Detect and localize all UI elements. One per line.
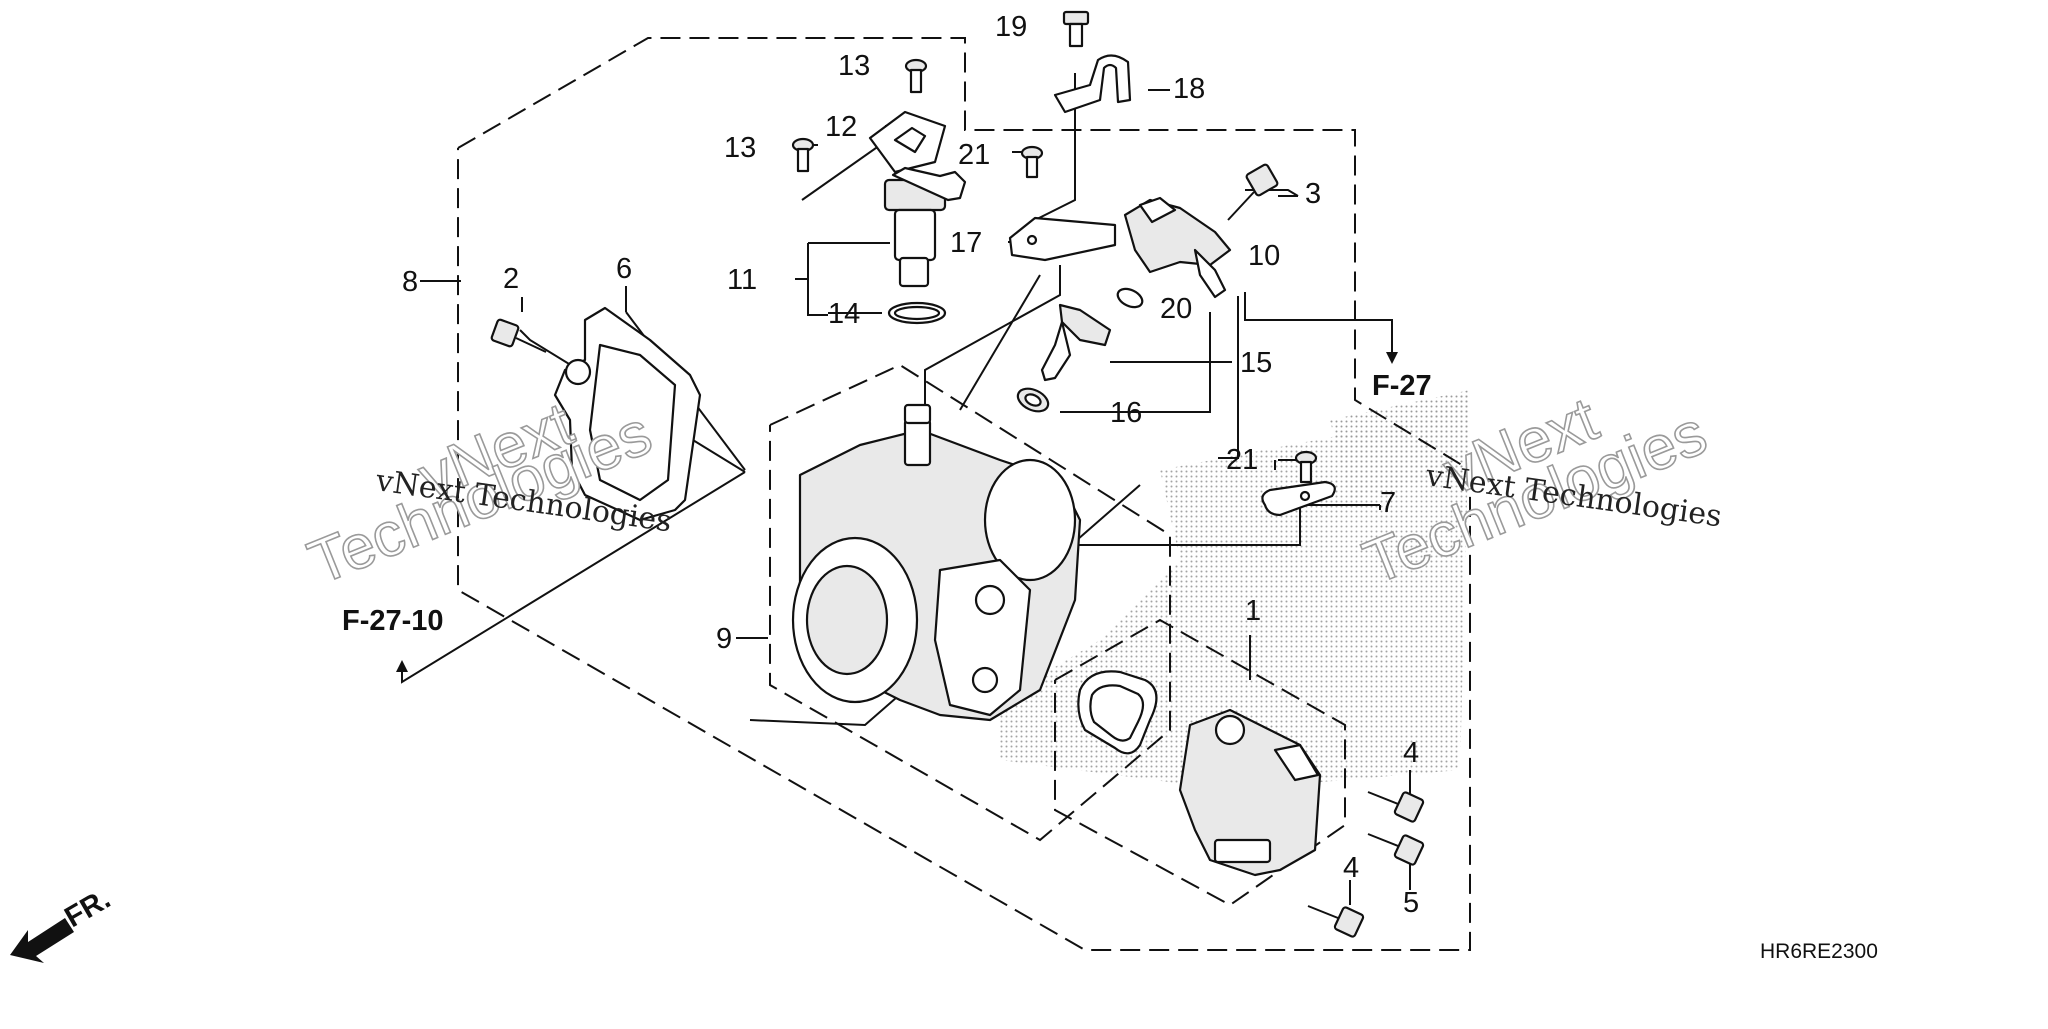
screw-13a-icon (904, 58, 928, 94)
front-arrow: FR. (10, 883, 116, 963)
ref-f27-10: F-27-10 (342, 605, 444, 637)
bolt-5-icon (1367, 833, 1425, 866)
bolt-2-icon (490, 318, 547, 353)
callout-2: 2 (503, 263, 519, 295)
reference-arrows (396, 292, 1398, 684)
callout-17: 17 (950, 227, 982, 259)
callout-20: 20 (1160, 293, 1192, 325)
sensor-10-icon (1123, 196, 1232, 299)
screw-21a-icon (1020, 145, 1044, 179)
callout-10: 10 (1248, 240, 1280, 272)
gasket-icon (1077, 670, 1158, 755)
screw-21b-icon (1294, 450, 1318, 484)
callout-21b: 21 (1226, 444, 1258, 476)
assembly-outline (457, 37, 1471, 951)
bolt-3-icon (1227, 163, 1279, 221)
callout-15: 15 (1240, 347, 1272, 379)
o-ring-20-icon (1116, 287, 1144, 309)
bolts (490, 10, 1425, 938)
bracket-7-icon (1261, 480, 1336, 517)
ref-f27: F-27 (1372, 370, 1432, 402)
sensor-1-icon (1178, 708, 1322, 877)
front-arrow-icon (10, 918, 74, 963)
callout-7: 7 (1380, 487, 1396, 519)
callout-16: 16 (1110, 397, 1142, 429)
cover-6-icon (553, 306, 702, 522)
screw-13b-icon (791, 137, 815, 173)
callout-19: 19 (995, 11, 1027, 43)
callout-5: 5 (1403, 887, 1419, 919)
callout-21a: 21 (958, 139, 990, 171)
callout-18: 18 (1173, 73, 1205, 105)
callout-11: 11 (727, 264, 757, 296)
callout-4b: 4 (1343, 852, 1359, 884)
callout-13a: 13 (838, 50, 870, 82)
callout-8: 8 (402, 266, 418, 298)
reference-labels: F-27 F-27-10 (342, 370, 1432, 637)
callout-3: 3 (1305, 178, 1321, 210)
callout-13b: 13 (724, 132, 756, 164)
callout-1: 1 (1245, 595, 1261, 627)
callout-labels: 1 2 3 4 4 5 6 7 8 9 10 11 12 13 13 14 15… (402, 11, 1419, 919)
callout-14: 14 (828, 298, 860, 330)
seal-16-icon (1016, 387, 1050, 413)
plate-12-icon (868, 110, 947, 174)
clamp-18-icon (1053, 54, 1132, 114)
bolt-19-icon (1062, 10, 1090, 48)
sensor-11-icon (883, 166, 967, 288)
callout-4a: 4 (1403, 737, 1419, 769)
callout-12: 12 (825, 111, 857, 143)
callout-9: 9 (716, 623, 732, 655)
components (553, 54, 1336, 877)
diagram-code: HR6RE2300 (1760, 940, 1878, 963)
injector-15-icon (1040, 303, 1112, 382)
o-ring-14-icon (887, 301, 947, 325)
callout-6: 6 (616, 253, 632, 285)
bolt-4b-icon (1307, 905, 1365, 938)
throttle-body-9-icon (791, 403, 1082, 722)
bracket-17-icon (1008, 216, 1117, 262)
bolt-4a-icon (1367, 791, 1425, 823)
